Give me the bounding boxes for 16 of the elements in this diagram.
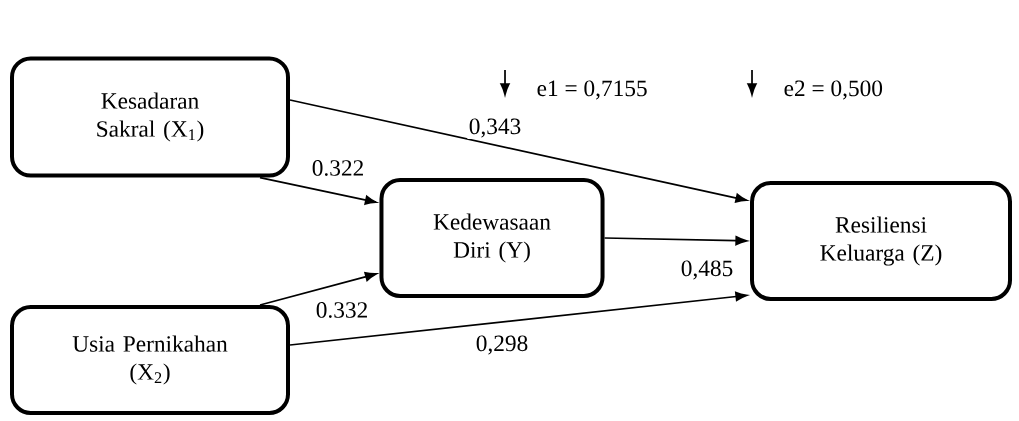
edge-label: 0,343 [467,117,523,139]
residual-label: e1 = 0,7155 [537,80,647,100]
arrow [259,176,377,205]
arrow [259,272,377,306]
variable-box: Usia Pernikahan (X$_{2}$) [10,305,290,415]
edge-label: 0,485 [679,259,735,281]
edge-label: 0.322 [310,158,366,178]
arrow [289,291,748,346]
arrow [603,236,748,246]
variable-box: Kedewasaan Diri (Y) [379,178,605,298]
variable-box: Kesadaran Sakral (X$_{1}$) [10,56,290,178]
residual-label: e2 = 0,500 [784,80,883,100]
edge-label: 0.332 [314,300,370,320]
variable-box: Resiliensi Keluarga (Z) [750,181,1012,301]
edge-label: 0,298 [474,334,530,356]
arrow [289,99,748,203]
